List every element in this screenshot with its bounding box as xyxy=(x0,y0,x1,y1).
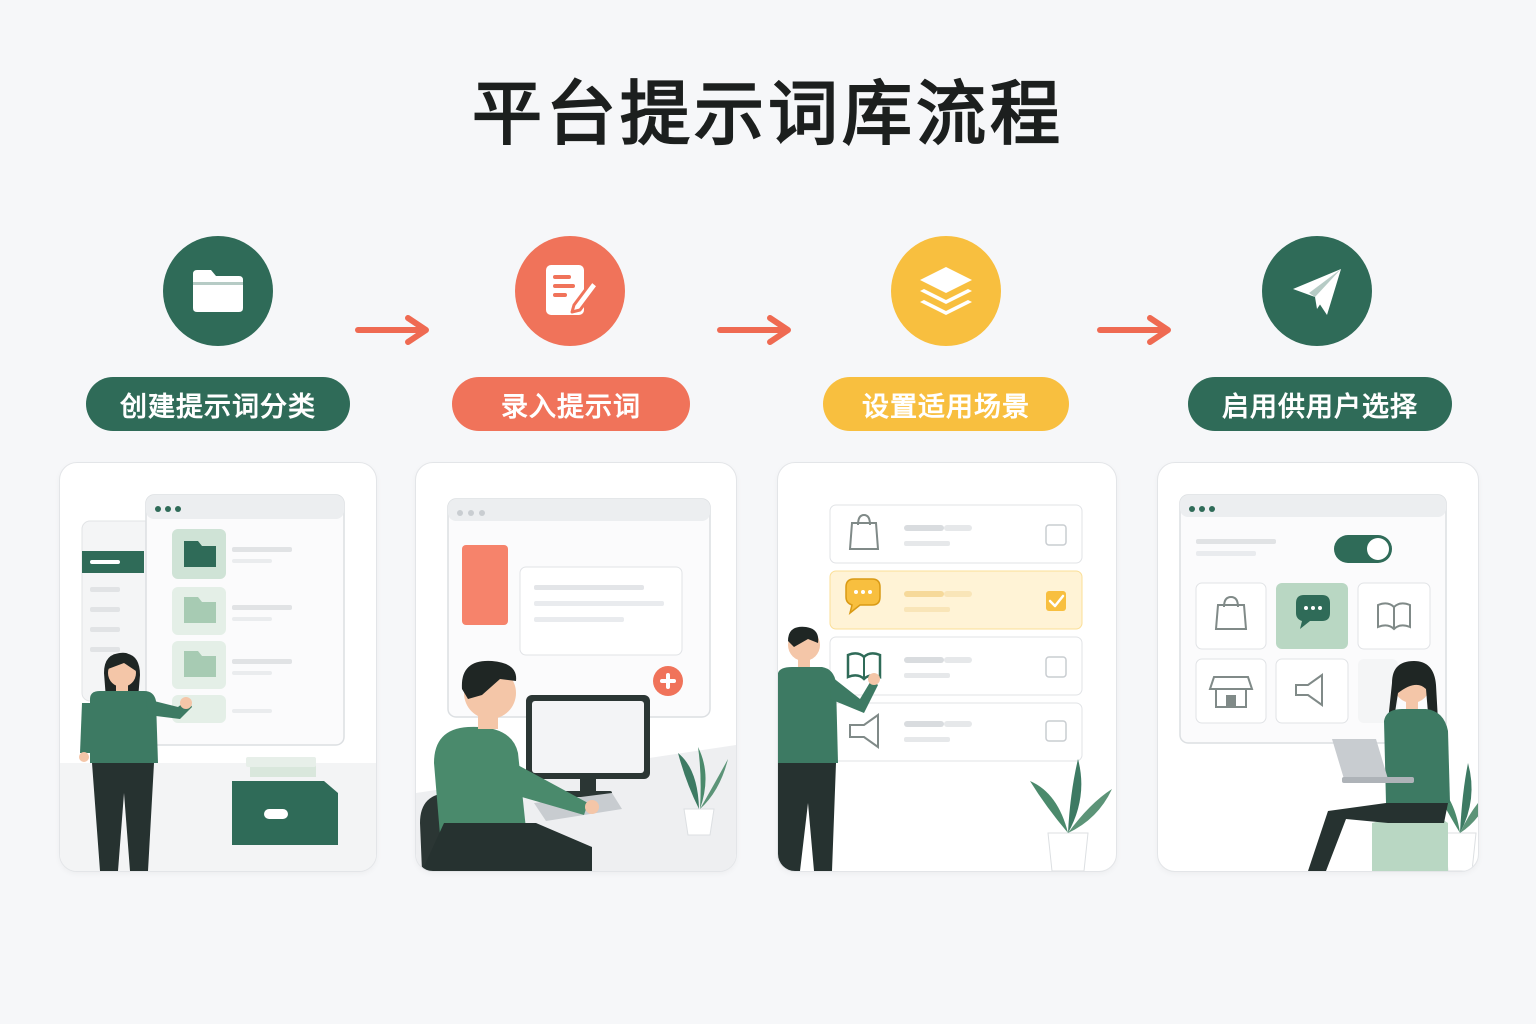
megaphone-icon xyxy=(849,713,879,749)
shopping-bag-icon xyxy=(1214,604,1248,630)
step-1-illustration xyxy=(59,462,377,872)
step-1-circle xyxy=(163,236,273,346)
step-2-label: 录入提示词 xyxy=(452,377,690,431)
book-icon xyxy=(846,652,882,681)
step-3-illustration xyxy=(777,462,1117,872)
paper-plane-icon xyxy=(1293,269,1341,315)
layers-icon xyxy=(920,267,972,315)
step-4-label: 启用供用户选择 xyxy=(1188,377,1452,431)
folder-icon xyxy=(193,270,243,312)
step-3-circle xyxy=(891,236,1001,346)
megaphone-icon xyxy=(1295,673,1323,707)
shopping-bag-icon xyxy=(848,522,880,550)
step-3-label: 设置适用场景 xyxy=(823,377,1069,431)
chat-bubble-icon xyxy=(845,578,881,615)
step-2-circle xyxy=(515,236,625,346)
page-title: 平台提示词库流程 xyxy=(472,73,1064,155)
edit-document-icon xyxy=(546,265,600,315)
arrow-icon xyxy=(1097,315,1171,345)
step-4-circle xyxy=(1262,236,1372,346)
step-2-illustration xyxy=(415,462,737,872)
chat-bubble-icon xyxy=(1296,595,1330,629)
book-icon xyxy=(1377,602,1411,631)
store-icon xyxy=(1208,676,1254,690)
step-1-label: 创建提示词分类 xyxy=(86,377,350,431)
arrow-icon xyxy=(717,315,791,345)
step-4-illustration xyxy=(1157,462,1479,872)
arrow-icon xyxy=(355,315,429,345)
